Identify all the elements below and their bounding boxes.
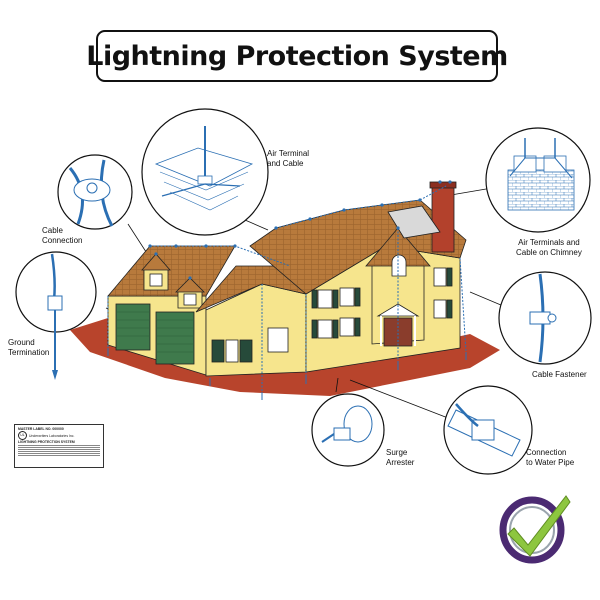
detail-cable-fastener [498, 271, 592, 365]
master-label-fine-print [18, 445, 100, 456]
label-line: to Water Pipe [526, 458, 575, 467]
detail-surge-arrester [311, 393, 385, 467]
air-terminals [148, 180, 452, 280]
label-line: Connection [42, 236, 83, 245]
label-air-terminals-chimney: Air Terminals and Cable on Chimney [516, 238, 582, 258]
detail-cable-connection [57, 154, 133, 230]
label-line: Air Terminals and [518, 238, 580, 247]
label-line: Air Terminal [267, 149, 310, 158]
label-air-terminal-and-cable: Air Terminal and Cable [267, 149, 309, 169]
detail-air-terminals-chimney [485, 127, 591, 233]
label-connection-water-pipe: Connection to Water Pipe [526, 448, 574, 468]
master-label-number: MASTER LABEL NO. 000000 [18, 427, 64, 431]
title-frame: Lightning Protection System [86, 30, 508, 82]
label-line: Cable Fastener [532, 370, 587, 379]
ground-shadow [70, 318, 500, 396]
detail-air-terminal-and-cable [141, 108, 269, 236]
label-line: Connection [526, 448, 567, 457]
checkmark-logo-icon [499, 495, 571, 564]
ground-rods [107, 348, 467, 400]
ul-master-label: MASTER LABEL NO. 000000 UL Underwriters … [14, 424, 104, 468]
label-line: Ground [8, 338, 35, 347]
label-line: Arrester [386, 458, 415, 467]
label-line: Surge [386, 448, 408, 457]
label-cable-connection: Cable Connection [42, 226, 82, 246]
label-line: and Cable [267, 159, 304, 168]
master-label-system: LIGHTNING PROTECTION SYSTEM [18, 440, 75, 444]
label-line: Termination [8, 348, 50, 357]
label-ground-termination: Ground Termination [8, 338, 49, 358]
label-line: Cable [42, 226, 63, 235]
detail-water-pipe [443, 385, 533, 475]
page-title: Lightning Protection System [86, 40, 508, 72]
detail-ground-termination [15, 251, 97, 380]
house-illustration [107, 181, 467, 377]
ul-logo-icon: UL [18, 431, 27, 440]
master-label-issuer: Underwriters Laboratories Inc. [29, 433, 75, 438]
label-line: Cable on Chimney [516, 248, 582, 257]
label-surge-arrester: Surge Arrester [386, 448, 414, 468]
label-cable-fastener: Cable Fastener [532, 370, 587, 380]
